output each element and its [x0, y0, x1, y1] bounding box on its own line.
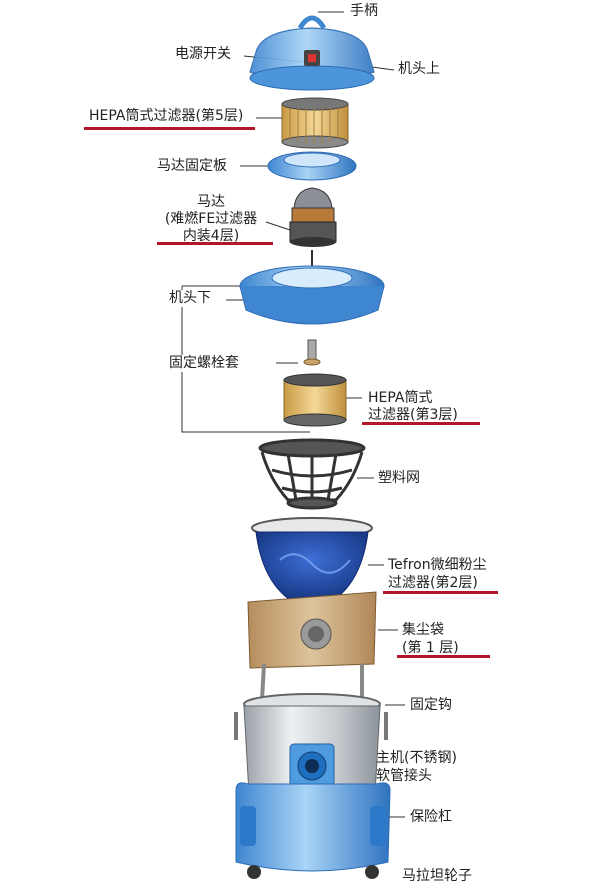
label-motor-line3: 内装4层) — [182, 228, 240, 244]
label-dust-bag-line1: 集尘袋 — [402, 622, 444, 638]
hepa-filter-5-part — [281, 97, 349, 149]
tefron-filter-part — [251, 517, 373, 601]
label-upper-head: 机头上 — [398, 61, 440, 77]
underline-motor — [157, 242, 273, 245]
label-power-switch: 电源开关 — [175, 46, 231, 62]
label-bolt-sleeve: 固定螺栓套 — [167, 355, 241, 372]
label-hose-joint: 软管接头 — [376, 768, 432, 784]
label-hepa-5: HEPA筒式过滤器(第5层) — [89, 108, 244, 124]
bumper-part — [235, 782, 391, 879]
label-plastic-mesh: 塑料网 — [378, 470, 420, 486]
label-handle: 手柄 — [350, 3, 378, 19]
label-tefron-line2: 过滤器(第2层) — [388, 575, 478, 591]
underline-tefron — [383, 591, 498, 594]
label-motor-line1: 马达 — [197, 194, 225, 210]
label-hepa-3-line1: HEPA筒式 — [368, 390, 433, 406]
label-hook: 固定钩 — [410, 697, 452, 713]
label-tefron-line1: Tefron微细粉尘 — [388, 557, 487, 573]
underline-hepa-5 — [84, 127, 255, 130]
label-motor-plate: 马达固定板 — [157, 158, 227, 174]
hepa-filter-3-part — [283, 373, 347, 427]
underline-dust-bag — [397, 655, 490, 658]
dust-bag-part — [247, 591, 377, 669]
label-dust-bag-line2: (第 1 层) — [402, 640, 459, 656]
bolt-sleeve-part — [303, 339, 321, 366]
motor-part — [289, 187, 337, 247]
label-hepa-3-line2: 过滤器(第3层) — [368, 407, 458, 423]
lower-head-part — [239, 250, 385, 325]
motor-plate-part — [267, 151, 357, 181]
label-bumper: 保险杠 — [410, 809, 452, 825]
label-motor-line2: (难燃FE过滤器 — [164, 211, 258, 227]
label-body: 主机(不锈钢) — [376, 750, 457, 766]
label-lower-head: 机头下 — [167, 290, 213, 307]
plastic-mesh-part — [258, 438, 366, 510]
underline-hepa-3 — [362, 422, 480, 425]
upper-head-part — [249, 15, 375, 91]
label-wheels: 马拉坦轮子 — [402, 868, 472, 884]
